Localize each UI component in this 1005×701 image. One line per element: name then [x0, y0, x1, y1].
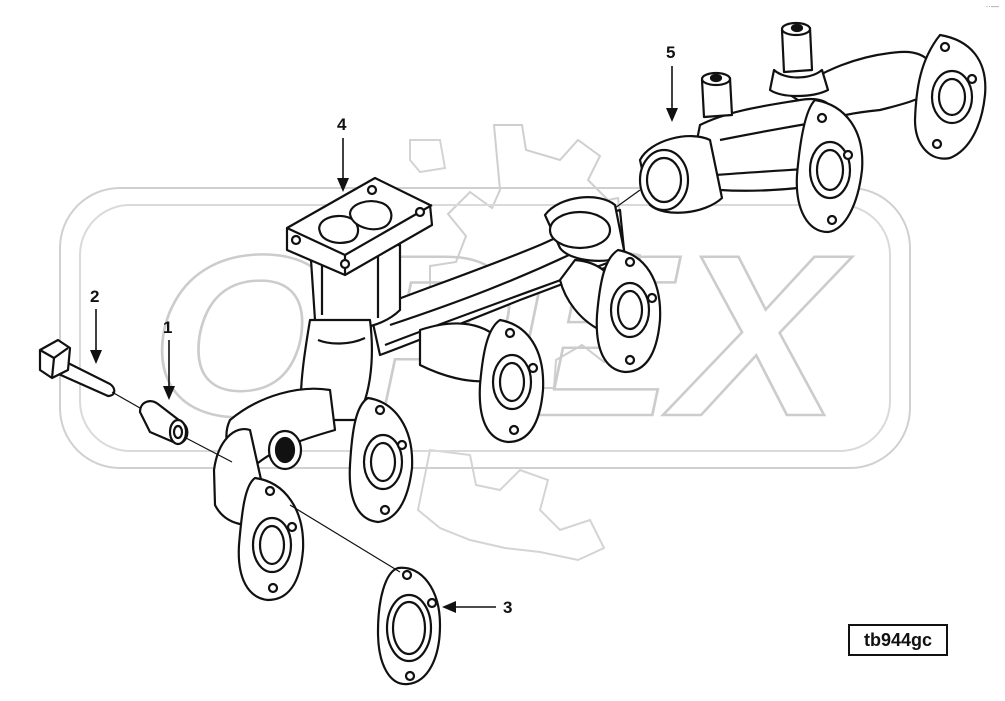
rear-manifold-part	[638, 21, 987, 234]
front-manifold-part	[212, 176, 662, 602]
reference-code: tb944gc	[863, 629, 933, 650]
bolt-part	[38, 338, 116, 398]
spacer-part	[138, 400, 189, 446]
callout-2: 2	[90, 287, 102, 364]
callout-4-label: 4	[337, 115, 347, 134]
callout-3-label: 3	[503, 598, 512, 617]
callout-5: 5	[666, 43, 678, 122]
reference-code-box: tb944gc	[848, 624, 948, 656]
alignment-lines	[111, 189, 641, 573]
callout-4: 4	[337, 115, 349, 192]
callout-3: 3	[442, 598, 512, 617]
callout-2-label: 2	[90, 287, 99, 306]
gasket-part	[376, 566, 442, 686]
callout-1-label: 1	[163, 318, 172, 337]
callout-5-label: 5	[666, 43, 675, 62]
callout-1: 1	[163, 318, 175, 400]
corner-mark: ··—	[985, 2, 999, 11]
